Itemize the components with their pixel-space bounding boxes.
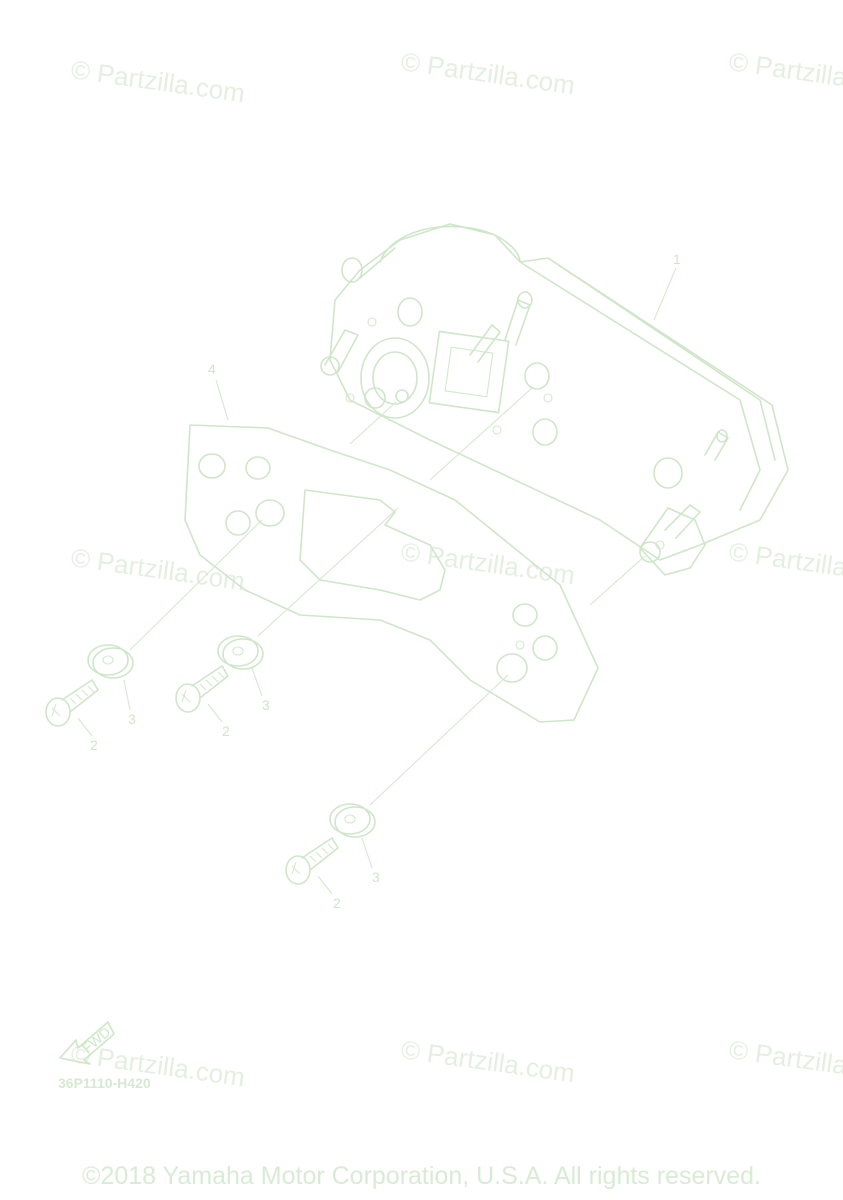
diagram-code: 36P1110-H420 [58, 1075, 151, 1091]
watermark: © Partzilla.com [69, 54, 247, 108]
callout-4: 4 [208, 361, 216, 377]
watermark: © Partzilla.com [727, 536, 843, 590]
screw-middle: 2 [175, 665, 230, 739]
callout-1: 1 [673, 251, 681, 267]
watermark: © Partzilla.com [399, 536, 577, 590]
callout-2-middle: 2 [222, 723, 230, 739]
meter-assembly: 1 [320, 223, 789, 576]
watermark: © Partzilla.com [399, 1034, 577, 1088]
callout-3-middle: 3 [262, 697, 270, 713]
callout-2-bottom: 2 [333, 895, 341, 911]
screw-bottom: 2 [285, 837, 341, 911]
copyright-notice: ©2018 Yamaha Motor Corporation, U.S.A. A… [82, 1162, 761, 1190]
meter-bracket: 4 [184, 361, 599, 723]
callout-3-bottom: 3 [372, 869, 380, 885]
watermark: © Partzilla.com [399, 46, 577, 100]
washer-middle: 3 [217, 635, 270, 713]
screw-left: 2 [45, 679, 99, 753]
watermark: © Partzilla.com [727, 46, 843, 100]
washer-bottom: 3 [329, 803, 380, 885]
callout-2-left: 2 [90, 737, 98, 753]
washer-left: 3 [87, 644, 136, 727]
assembly-guide-lines [129, 387, 646, 806]
callout-3-left: 3 [128, 711, 136, 727]
watermark-group: © Partzilla.com © Partzilla.com © Partzi… [69, 46, 843, 1092]
watermark: © Partzilla.com [727, 1034, 843, 1088]
watermark: © Partzilla.com [69, 542, 247, 596]
